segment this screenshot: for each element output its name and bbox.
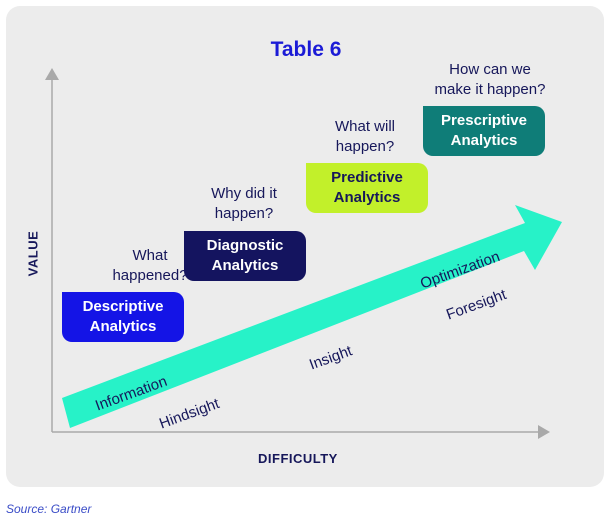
x-axis-label: DIFFICULTY (258, 451, 338, 466)
y-axis-arrowhead (45, 68, 59, 80)
x-axis-arrowhead (538, 425, 550, 439)
diagram-title: Table 6 (270, 38, 342, 61)
growth-arrow (62, 205, 562, 428)
y-axis-label: VALUE (25, 230, 41, 277)
source-caption: Source: Gartner (6, 502, 92, 516)
